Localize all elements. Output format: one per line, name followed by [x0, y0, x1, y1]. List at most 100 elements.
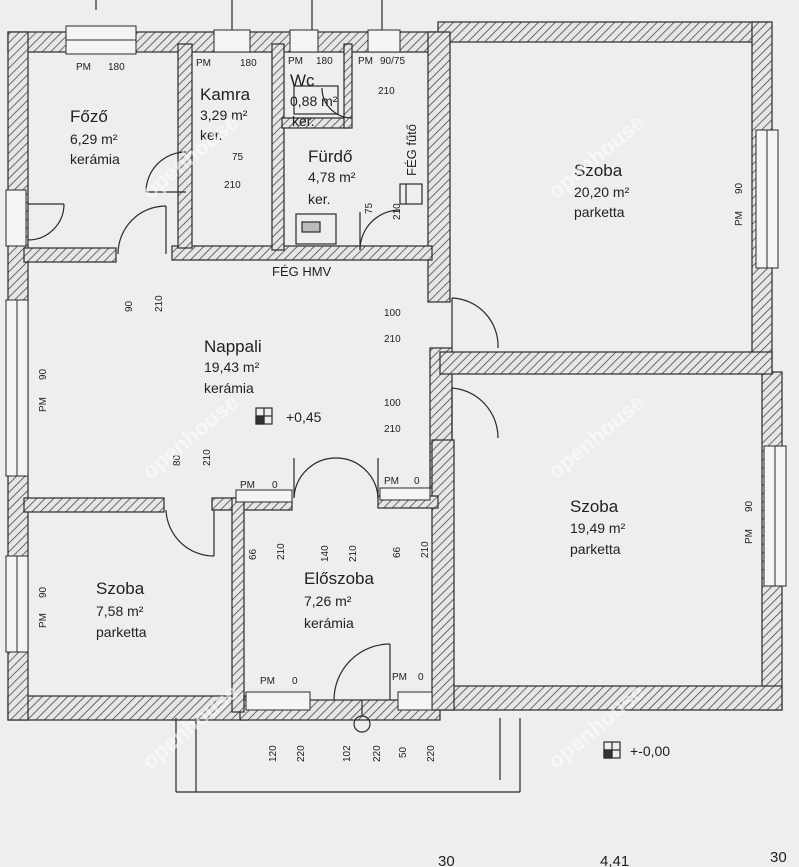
room-area-szoba3: 7,58 m² — [96, 603, 144, 619]
dim-90-75-furdo: 90/75 — [380, 56, 405, 67]
dim-100-szoba1: 100 — [384, 308, 401, 319]
dim-66-right: 66 — [392, 546, 403, 558]
dim-pm-furdo: PM — [358, 56, 373, 67]
dim-220-entrance-mid: 220 — [372, 745, 383, 762]
dim-pm-szoba3: PM — [38, 613, 49, 628]
dim-210-szoba1: 210 — [384, 334, 401, 345]
room-name-szoba1: Szoba — [574, 161, 623, 180]
room-floor-furdo: ker. — [308, 191, 331, 207]
level-marker-inner — [255, 407, 273, 425]
dim-100-szoba2: 100 — [384, 398, 401, 409]
windows — [5, 25, 787, 711]
dim-180-wc: 180 — [316, 56, 333, 67]
label-feg-hmv: FÉG HMV — [272, 264, 332, 279]
room-name-szoba3: Szoba — [96, 579, 145, 598]
doors — [27, 87, 499, 701]
dim-pm-szoba1: PM — [734, 211, 745, 226]
fixtures — [95, 0, 621, 793]
room-area-szoba1: 20,20 m² — [574, 184, 630, 200]
dim-pm-kitchen: PM — [76, 62, 91, 73]
room-area-nappali: 19,43 m² — [204, 359, 260, 375]
room-area-wc: 0,88 m² — [290, 93, 338, 109]
dim-90-szoba2: 90 — [744, 500, 755, 512]
level-marker-outer — [603, 741, 621, 759]
room-area-szoba2: 19,49 m² — [570, 520, 626, 536]
dimensions: PM 180 PM 180 PM 180 PM 90/75 210 75 210… — [38, 56, 755, 762]
room-floor-szoba1: parketta — [574, 204, 625, 220]
room-floor-wc: ker. — [292, 113, 315, 129]
dim-90-szoba1: 90 — [734, 182, 745, 194]
dim-210-szoba2: 210 — [384, 424, 401, 435]
dim-180-kitchen: 180 — [108, 62, 125, 73]
dim-90-nappali: 90 — [38, 368, 49, 380]
door-szoba3 — [165, 509, 215, 557]
dim-80-szoba3-door: 80 — [172, 454, 183, 466]
dim-90-szoba3: 90 — [38, 586, 49, 598]
dim-75-furdo: 75 — [364, 202, 375, 214]
window-kamra — [213, 29, 251, 53]
room-name-eloszoba: Előszoba — [304, 569, 374, 588]
room-name-wc: Wc — [290, 71, 315, 90]
label-level-outer: +-0,00 — [630, 743, 670, 759]
room-name-szoba2: Szoba — [570, 497, 619, 516]
window-eloszoba-left — [245, 691, 311, 711]
room-area-kamra: 3,29 m² — [200, 107, 248, 123]
dim-66-left: 66 — [248, 548, 259, 560]
room-name-furdo: Fürdő — [308, 147, 352, 166]
door-entrance — [333, 643, 391, 701]
dim-pm-eloszoba-left: PM — [260, 676, 275, 687]
dim-210-szoba3-door: 210 — [202, 449, 213, 466]
room-name-kamra: Kamra — [200, 85, 251, 104]
dim-50-entrance: 50 — [398, 746, 409, 758]
dim-210-kitchen-door: 210 — [154, 295, 165, 312]
label-level-inner: +0,45 — [286, 409, 322, 425]
room-area-furdo: 4,78 m² — [308, 169, 356, 185]
room-floor-szoba3: parketta — [96, 624, 147, 640]
room-floor-nappali: kerámia — [204, 380, 254, 396]
room-name-fozo: Főző — [70, 107, 108, 126]
room-floor-kamra: ker. — [200, 127, 223, 143]
room-area-eloszoba: 7,26 m² — [304, 593, 352, 609]
dim-210-left: 210 — [276, 543, 287, 560]
dim-pm-eloszoba-right: PM — [392, 672, 407, 683]
bottom-mark-30-right: 30 — [770, 849, 787, 866]
dim-0-light-left: 0 — [272, 480, 278, 491]
dim-pm-light-right: PM — [384, 476, 399, 487]
dim-pm-light-left: PM — [240, 480, 255, 491]
dim-0-light-right: 0 — [414, 476, 420, 487]
dim-210-wc: 210 — [378, 86, 395, 97]
boiler-icon — [399, 183, 423, 205]
bottom-marks: 30 4,41 30 — [438, 849, 787, 867]
door-double-left — [293, 457, 337, 499]
dim-pm-nappali: PM — [38, 397, 49, 412]
door-double-right — [335, 457, 379, 499]
dim-pm-kamra: PM — [196, 58, 211, 69]
door-szoba1 — [451, 297, 499, 349]
dim-210-furdo: 210 — [392, 203, 403, 220]
bottom-mark-441: 4,41 — [600, 853, 629, 867]
bottom-mark-30-left: 30 — [438, 853, 455, 867]
dim-210-double: 210 — [348, 545, 359, 562]
room-floor-eloszoba: kerámia — [304, 615, 354, 631]
room-floor-szoba2: parketta — [570, 541, 621, 557]
window-furdo — [367, 29, 401, 53]
dim-220-entrance-right: 220 — [426, 745, 437, 762]
dim-120-entrance: 120 — [268, 745, 279, 762]
window-eloszoba-right — [397, 691, 433, 711]
door-kamra — [145, 151, 187, 193]
room-floor-fozo: kerámia — [70, 151, 120, 167]
dim-220-entrance-left: 220 — [296, 745, 307, 762]
dim-pm-szoba2: PM — [744, 529, 755, 544]
dim-180-kamra: 180 — [240, 58, 257, 69]
washer-icon — [295, 213, 337, 245]
dim-0-eloszoba-right: 0 — [418, 672, 424, 683]
room-area-fozo: 6,29 m² — [70, 131, 118, 147]
door-szoba2 — [451, 387, 499, 439]
window-wc — [289, 29, 319, 53]
door-kitchen — [117, 205, 167, 255]
dim-102-entrance: 102 — [342, 745, 353, 762]
toilet-icon — [293, 85, 339, 115]
